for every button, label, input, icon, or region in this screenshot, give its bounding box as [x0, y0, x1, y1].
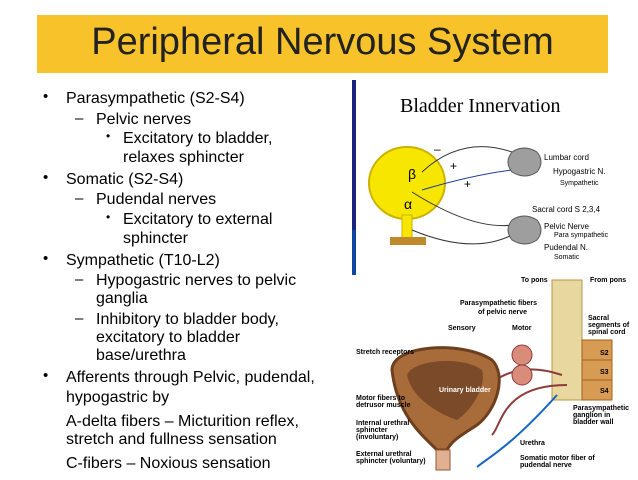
page-title: Peripheral Nervous System	[91, 21, 554, 63]
title-banner: Peripheral Nervous System	[37, 15, 608, 73]
minus-sign: –	[434, 142, 441, 156]
list-item: C-fibers – Noxious sensation	[66, 455, 271, 472]
list-item: Inhibitory to bladder body,	[96, 311, 279, 328]
list-item: stretch and fullness sensation	[66, 431, 277, 448]
label-s4: S4	[600, 388, 609, 395]
label-sacral-segments: Sacral segments of spinal cord	[588, 315, 630, 336]
list-item: Sympathetic (T10-L2)	[66, 252, 220, 269]
label-para-fibers: Parasympathetic fibers	[460, 300, 538, 307]
alpha-symbol: α	[404, 196, 413, 212]
bullet-dot: •	[43, 169, 49, 186]
beta-symbol: β	[408, 166, 417, 182]
list-item: base/urethra	[96, 347, 186, 364]
bullet-dot: •	[106, 210, 111, 224]
list-item: Somatic (S2-S4)	[66, 171, 184, 188]
label-motor-fibers: Motor fibers to detrusor muscle	[356, 395, 411, 409]
label-to-pons: To pons	[521, 277, 548, 284]
label-parasympathetic: Para sympathetic	[554, 232, 609, 239]
label-para-ganglion: Parasympathetic ganglion in bladder wall	[573, 405, 630, 426]
plus-sign: +	[450, 159, 458, 173]
list-item: hypogastric by	[66, 389, 170, 406]
dash-marker: –	[75, 271, 84, 288]
anatomy-figure	[390, 279, 613, 471]
label-urethra: Urethra	[520, 440, 545, 447]
label-pelvic-nerve: Pelvic Nerve	[544, 222, 589, 231]
label-sensory: Sensory	[448, 325, 476, 332]
label-s3: S3	[600, 369, 609, 376]
list-item: sphincter	[123, 230, 188, 247]
list-item: Afferents through Pelvic, pudendal,	[66, 369, 315, 386]
list-item: A-delta fibers – Micturition reflex,	[66, 413, 299, 430]
label-urinary-bladder: Urinary bladder	[439, 387, 491, 394]
label-external-sphincter: External urethral sphincter (voluntary)	[356, 451, 426, 465]
dash-marker: –	[75, 110, 84, 127]
list-item: Pudendal nerves	[96, 191, 217, 208]
bladder-innervation-diagram: β α + + –	[352, 80, 618, 285]
list-item: ganglia	[96, 290, 148, 307]
label-somatic-motor: Somatic motor fiber of pudendal nerve	[520, 455, 595, 469]
innervation-figure	[352, 80, 542, 285]
list-item: Excitatory to bladder,	[123, 130, 273, 147]
plus-sign: +	[464, 177, 472, 191]
bullet-dot: •	[106, 129, 111, 143]
list-item: Excitatory to external	[123, 211, 273, 228]
label-stretch-receptors: Stretch receptors	[356, 349, 414, 356]
diagram-title: Bladder Innervation	[400, 95, 561, 117]
label-lumbar-cord: Lumbar cord	[544, 153, 589, 162]
list-item: excitatory to bladder	[96, 329, 241, 346]
list-item: relaxes sphincter	[123, 149, 244, 166]
list-item: Pelvic nerves	[96, 111, 192, 128]
label-somatic: Somatic	[554, 254, 580, 261]
label-from-pons: From pons	[590, 277, 627, 284]
bullet-dot: •	[43, 88, 49, 105]
label-sacral-cord: Sacral cord S 2,3,4	[532, 205, 601, 214]
list-item: Hypogastric nerves to pelvic	[96, 272, 297, 289]
label-pelvic-nerve-fibers: of pelvic nerve	[478, 309, 528, 316]
bullet-dot: •	[43, 250, 49, 267]
label-s2: S2	[600, 350, 609, 357]
list-item: Parasympathetic (S2-S4)	[66, 90, 245, 107]
label-motor: Motor	[512, 325, 532, 332]
label-sympathetic: Sympathetic	[560, 180, 599, 187]
dash-marker: –	[75, 190, 84, 207]
label-internal-sphincter: Internal urethral sphincter (involuntary…	[356, 420, 410, 441]
label-hypogastric: Hypogastric N.	[553, 167, 606, 176]
dash-marker: –	[75, 310, 84, 327]
bullet-dot: •	[43, 367, 49, 384]
label-pudendal: Pudendal N.	[544, 243, 589, 252]
micturition-anatomy-diagram: Urinary bladder	[352, 275, 635, 475]
